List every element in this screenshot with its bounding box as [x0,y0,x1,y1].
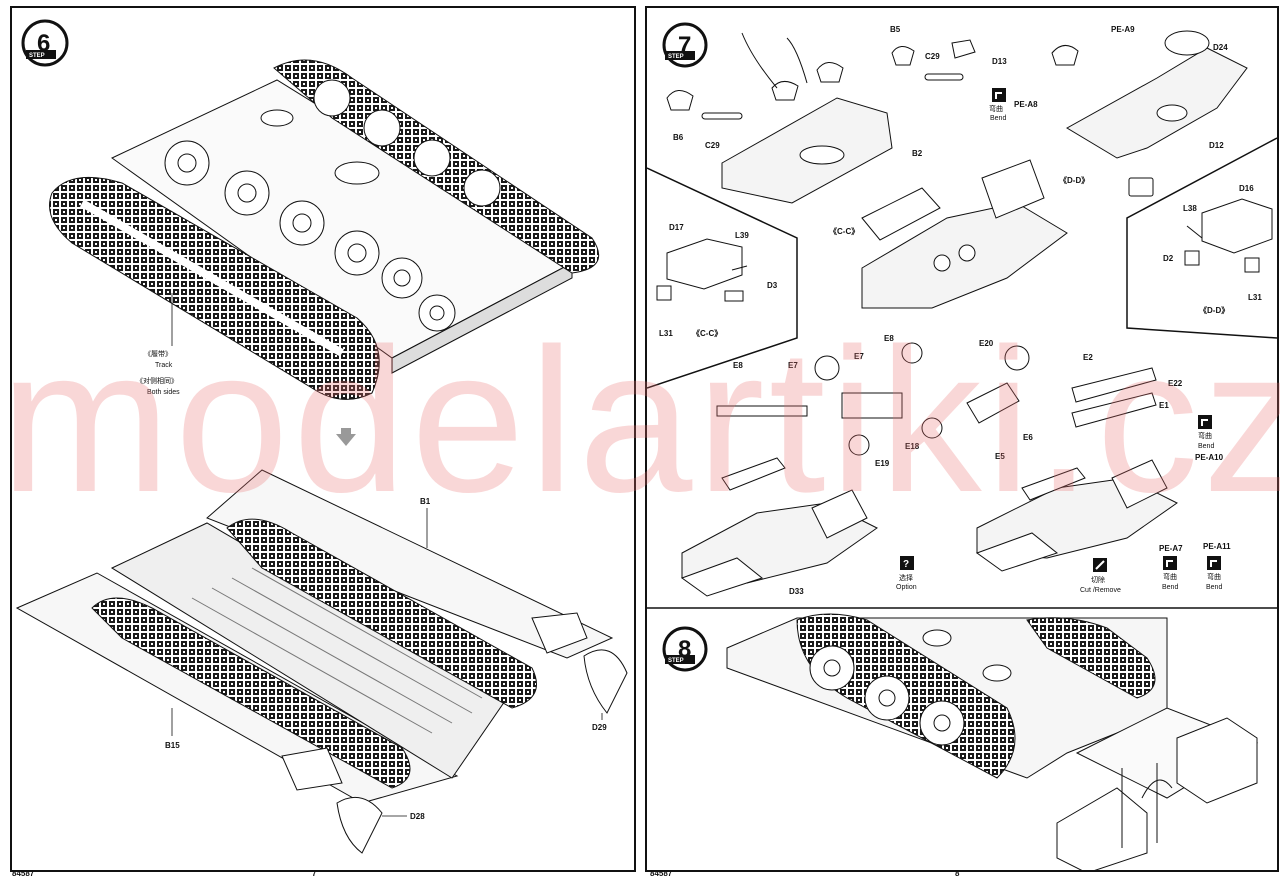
option-label-en: Option [896,584,917,591]
track-label-en: Track [155,362,173,369]
option-label-cn: 选择 [899,573,913,582]
part-d24-label: D24 [1213,43,1228,52]
part-d3-label: D3 [767,281,778,290]
lower-assembly-right [975,459,1178,572]
part-l31a-label: L31 [659,329,673,338]
bend-icon-pe-a8 [992,88,1006,102]
cut-remove-icon [1093,558,1107,572]
part-cc2-label: 《C-C》 [692,328,722,338]
part-e2-label: E2 [1083,353,1093,362]
part-pe-a9-label: PE-A9 [1111,25,1135,34]
part-pe-a8-label: PE-A8 [1014,100,1038,109]
bend-icon-pe-a7 [1163,556,1177,570]
part-b5-label: B5 [890,25,901,34]
hull-top-assembly [49,59,600,400]
both-sides-label-en: Both sides [147,389,180,396]
part-e1-label: E1 [1159,401,1169,410]
part-dd-label: 《D-D》 [1059,175,1089,185]
part-e19-label: E19 [875,459,890,468]
part-pe-a10-label: PE-A10 [1195,453,1224,462]
part-d33-label: D33 [789,587,804,596]
part-b2-label: B2 [912,149,923,158]
svg-text:?: ? [903,559,909,570]
part-e8a-label: E8 [733,361,743,370]
part-b1-label: B1 [420,497,431,506]
bend-en-pe-a11: Bend [1206,584,1222,591]
lower-assembly-left [680,457,878,597]
step-7-word: STEP [668,54,684,60]
right-footer-page: 8 [955,869,960,878]
part-d13-label: D13 [992,57,1007,66]
step-8-badge: 8 STEP [662,626,708,672]
bend-icon-pe-a10 [1198,415,1212,429]
part-e22-label: E22 [1168,379,1183,388]
part-e20-label: E20 [979,339,994,348]
option-icon: ? [900,556,914,570]
right-footer-code: 84587 [650,869,673,878]
small-parts-row [716,342,1157,456]
bend-cn-pe-a10: 弯曲 [1198,431,1212,440]
part-dd2-label: 《D-D》 [1199,305,1229,315]
part-b15-label: B15 [165,741,180,750]
part-d16-label: D16 [1239,184,1254,193]
step-8-assembly [726,613,1259,870]
part-d17-label: D17 [669,223,684,232]
part-e8b-label: E8 [884,334,894,343]
step-6-word: STEP [29,53,45,59]
part-e18-label: E18 [905,442,920,451]
engine-deck-top-right [1051,30,1248,197]
step-6-badge: 6 STEP [21,19,69,67]
hull-plate-b2 [666,32,976,204]
part-pe-a11-label: PE-A11 [1203,542,1231,551]
part-l38-label: L38 [1183,204,1197,213]
part-c29a-label: C29 [925,52,940,61]
left-footer-page: 7 [312,869,317,878]
part-d12-label: D12 [1209,141,1224,150]
fender-assembly [15,469,628,854]
centre-assembly-plate [861,159,1068,309]
bend-en-pe-a7: Bend [1162,584,1178,591]
step-8-word: STEP [668,658,684,664]
bend-cn-pe-a11: 弯曲 [1207,572,1221,581]
detail-cc [656,238,748,302]
part-d29-label: D29 [592,723,607,732]
part-e6-label: E6 [1023,433,1033,442]
remove-label-cn: 切除 [1091,575,1105,584]
section-dividers [647,137,1277,609]
bend-cn-pe-a7: 弯曲 [1163,572,1177,581]
remove-label-en: Cut /Remove [1080,587,1121,594]
part-cc-label: 《C-C》 [829,226,859,236]
instruction-page-left: 6 STEP 《履带》 T [10,6,636,872]
bend-en-pe-a8: Bend [990,115,1006,122]
part-d28-label: D28 [410,812,425,821]
bend-cn-pe-a8: 弯曲 [989,104,1003,113]
part-pe-a7-label: PE-A7 [1159,544,1183,553]
part-e7b-label: E7 [854,352,864,361]
bend-icon-pe-a11 [1207,556,1221,570]
part-c29b-label: C29 [705,141,720,150]
step-7-badge: 7 STEP [662,22,708,68]
part-l31b-label: L31 [1248,293,1262,302]
instruction-page-right: 7 STEP B5 C29 B6 C29 B2 D13 [645,6,1279,872]
part-d2-label: D2 [1163,254,1174,263]
part-b6-label: B6 [673,133,684,142]
detail-dd [1184,198,1273,273]
both-sides-label-cn: 《对侧相同》 [136,376,178,385]
track-label-cn: 《履带》 [144,350,172,358]
bend-en-pe-a10: Bend [1198,443,1214,450]
part-e5-label: E5 [995,452,1005,461]
part-l39-label: L39 [735,231,749,240]
down-arrow-icon [336,428,356,446]
part-e7a-label: E7 [788,361,798,370]
left-footer-code: 84587 [12,869,35,878]
